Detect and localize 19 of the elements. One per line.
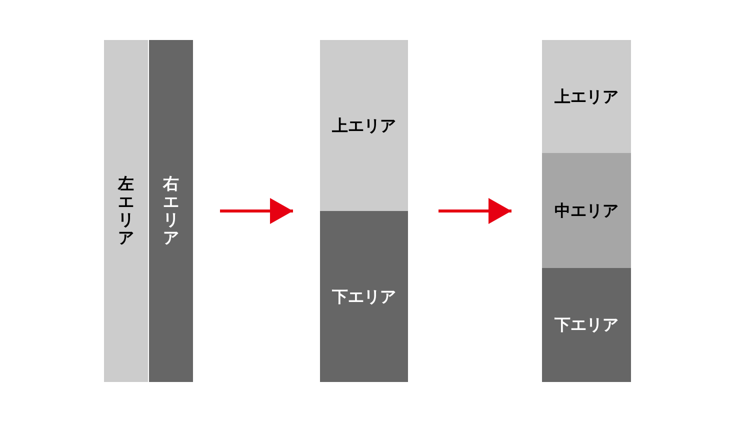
area-label: 下エリア <box>332 288 396 306</box>
area-block <box>149 40 193 382</box>
arrow <box>438 198 512 224</box>
area-block <box>542 268 631 382</box>
area-block <box>104 40 148 382</box>
area-label: 左エリア <box>118 175 134 247</box>
area-block <box>320 40 408 211</box>
area-block <box>320 211 408 382</box>
area-label: 中エリア <box>554 202 618 220</box>
area-label: 下エリア <box>554 316 618 334</box>
stacked-bar <box>320 40 408 382</box>
stacked-bar <box>104 40 193 382</box>
area-block <box>542 40 631 153</box>
stacked-bar <box>542 40 631 382</box>
arrow <box>220 198 293 224</box>
area-label: 上エリア <box>332 116 396 134</box>
area-block <box>542 153 631 268</box>
area-label: 右エリア <box>163 175 179 247</box>
area-label: 上エリア <box>554 88 618 106</box>
